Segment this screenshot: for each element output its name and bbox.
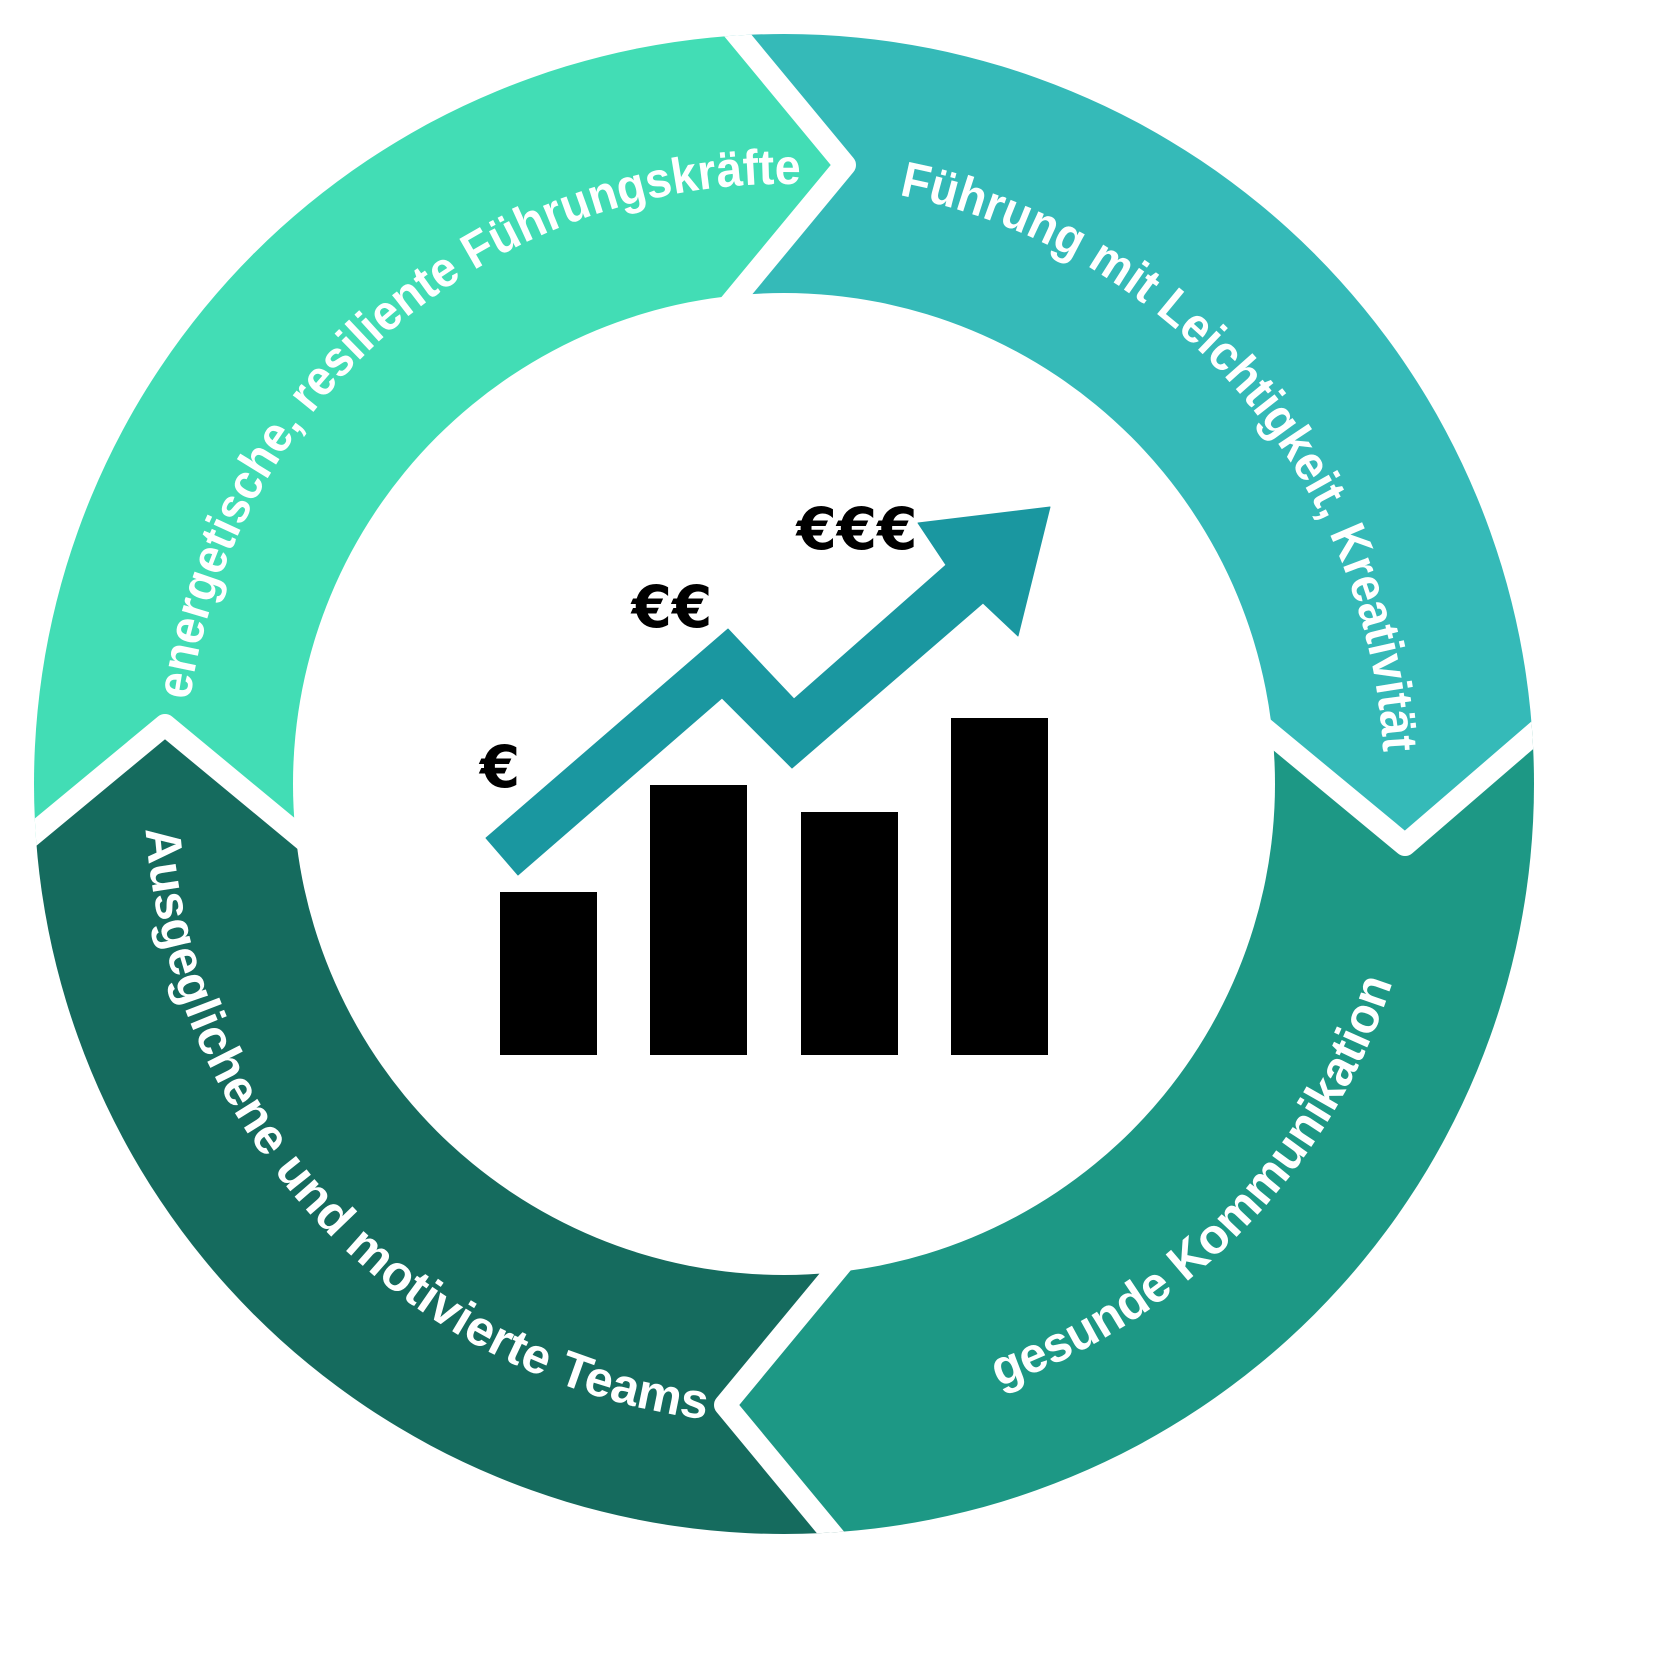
bar-3 [801, 812, 898, 1055]
bar-4 [951, 718, 1048, 1055]
bar-1 [500, 892, 597, 1055]
bar-chart-icon [500, 718, 1048, 1055]
trend-arrow-icon [485, 506, 1051, 876]
bar-2 [650, 785, 747, 1055]
euro-label-3: €€€ [794, 495, 917, 563]
center-circle [293, 293, 1275, 1275]
euro-label-1: € [478, 733, 520, 801]
segment-dividers [34, 34, 1534, 1534]
euro-label-2: €€ [630, 573, 713, 641]
